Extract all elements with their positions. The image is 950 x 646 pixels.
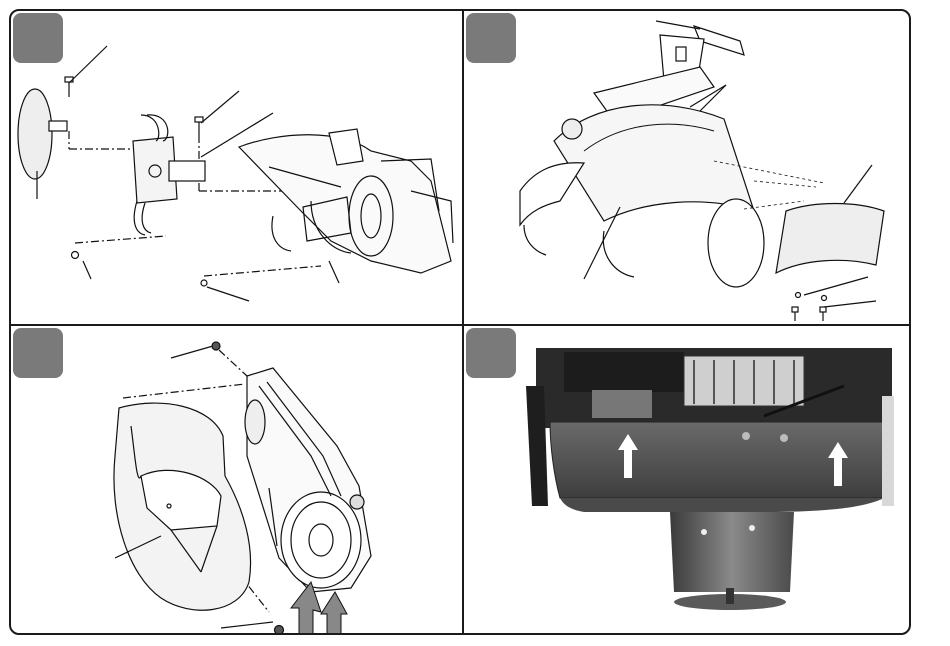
tine-shield-illustration xyxy=(464,11,911,324)
tine-assembly-illustration xyxy=(11,11,462,324)
hub-disc xyxy=(18,89,52,179)
up-arrow-icon xyxy=(321,592,347,635)
panel-2 xyxy=(464,11,911,324)
belt-cover-illustration xyxy=(11,326,462,635)
nut-icon xyxy=(201,280,207,286)
bolt-icon xyxy=(792,307,798,321)
bolt-icon xyxy=(195,117,203,135)
nut-icon xyxy=(72,252,79,259)
panel-1 xyxy=(11,11,462,324)
engine-photo xyxy=(464,326,911,635)
panel-4 xyxy=(464,326,911,635)
bolt-icon xyxy=(275,626,284,635)
panel-3 xyxy=(11,326,462,635)
nut-icon xyxy=(796,293,801,298)
nut-icon xyxy=(822,296,827,301)
figure-frame xyxy=(9,9,911,635)
bolt-icon xyxy=(212,342,220,350)
bolt-icon xyxy=(820,307,826,321)
engine-base-cover xyxy=(550,422,884,498)
